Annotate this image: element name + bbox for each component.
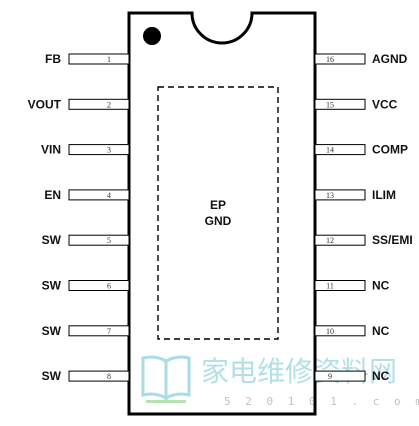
pin-8-number: 8	[107, 372, 111, 381]
exposed-pad	[157, 86, 279, 340]
pin-14: 14 COMP	[314, 143, 408, 157]
pin-3-number: 3	[107, 146, 111, 155]
pin-8-lead	[68, 370, 130, 382]
pin-1-name: FB	[45, 52, 61, 66]
pin-8: 8 SW	[42, 369, 130, 383]
pin-6-name: SW	[42, 279, 62, 293]
pin-13-number: 13	[326, 191, 334, 200]
watermark-book-logo	[141, 355, 191, 403]
pin-16: 16 AGND	[314, 52, 408, 66]
pin-3-name: VIN	[41, 143, 61, 157]
pin-5: 5 SW	[42, 233, 130, 247]
pin-9: 9 NC	[314, 369, 390, 383]
pin-5-name: SW	[42, 233, 62, 247]
pin-15-name: VCC	[372, 97, 398, 111]
pin-5-number: 5	[107, 236, 111, 245]
pin-7-name: SW	[42, 324, 62, 338]
pin-13-lead	[314, 189, 366, 201]
pin-10-number: 10	[326, 327, 334, 336]
pin-11-lead	[314, 280, 366, 291]
pin-4-lead	[68, 189, 130, 201]
pin-14-name: COMP	[372, 143, 408, 157]
pin-1-number: 1	[107, 55, 111, 64]
pin-3-lead	[68, 144, 130, 156]
pin1-indicator-dot	[143, 27, 161, 45]
pin-7-lead	[68, 325, 130, 337]
pin-6: 6 SW	[42, 279, 130, 293]
pin-1-lead	[68, 53, 130, 65]
pin-15-number: 15	[326, 100, 334, 109]
chip-body	[127, 11, 317, 416]
pin-6-lead	[68, 280, 130, 291]
pin-10: 10 NC	[314, 324, 390, 338]
pin-13: 13 ILIM	[314, 188, 396, 202]
pin-12: 12 SS/EMI	[314, 233, 413, 247]
watermark: 家电维修资料网 5 2 0 1 0 1 . c o m	[141, 355, 419, 408]
pin-4-number: 4	[107, 191, 111, 200]
pin-11-name: NC	[372, 279, 390, 293]
pin-2: 2 VOUT	[28, 97, 130, 111]
pin-9-lead	[314, 370, 366, 382]
pin-9-number: 9	[328, 372, 332, 381]
exposed-pad-label-gnd: GND	[205, 214, 232, 228]
pin-12-lead	[314, 234, 366, 246]
pin-6-number: 6	[107, 282, 111, 291]
pin-15: 15 VCC	[314, 97, 398, 111]
watermark-chinese-text: 家电维修资料网	[201, 355, 397, 388]
pin-16-name: AGND	[372, 52, 408, 66]
pin-5-lead	[68, 234, 130, 246]
pin-10-name: NC	[372, 324, 390, 338]
pin-11-number: 11	[326, 282, 334, 291]
pin-4-name: EN	[44, 188, 61, 202]
pin-2-lead	[68, 98, 130, 110]
pin-11: 11 NC	[314, 279, 390, 293]
pin-8-name: SW	[42, 369, 62, 383]
exposed-pad-label-ep: EP	[210, 198, 226, 212]
pin-2-name: VOUT	[28, 97, 62, 111]
pin-3: 3 VIN	[41, 143, 130, 157]
watermark-url: 5 2 0 1 0 1 . c o m	[224, 395, 419, 408]
pin-13-name: ILIM	[372, 188, 396, 202]
pin-7: 7 SW	[42, 324, 130, 338]
pin-9-name: NC	[372, 369, 390, 383]
pin-14-lead	[314, 144, 366, 156]
pin-15-lead	[314, 98, 366, 110]
pin-12-name: SS/EMI	[372, 233, 413, 247]
pin-4: 4 EN	[44, 188, 130, 202]
pin-1: 1 FB	[45, 52, 130, 66]
pin-7-number: 7	[107, 327, 111, 336]
pin-14-number: 14	[326, 146, 334, 155]
pin-10-lead	[314, 325, 366, 337]
pin-16-number: 16	[326, 55, 334, 64]
pin-2-number: 2	[107, 100, 111, 109]
pin-12-number: 12	[326, 236, 334, 245]
pin-16-lead	[314, 53, 366, 65]
